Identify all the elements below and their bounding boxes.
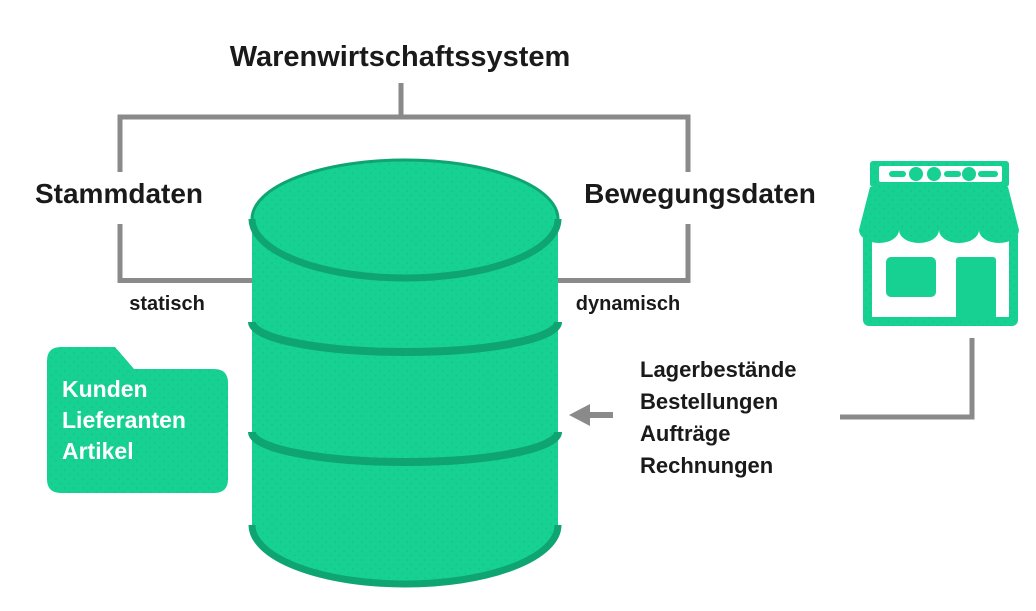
arrow-left-icon (569, 404, 613, 426)
movement-item: Lagerbestände (640, 357, 797, 382)
right-branch-sublabel: dynamisch (575, 293, 681, 315)
folder-icon (47, 347, 228, 493)
store-connector-line (840, 338, 975, 420)
cylinder-top-rim (248, 218, 562, 282)
store-door (956, 257, 996, 319)
folder-item-list: Kunden Lieferanten Artikel (62, 374, 186, 467)
store-awning (859, 187, 1019, 243)
cylinder-separator-upper (248, 321, 562, 356)
left-branch-sublabel: statisch (129, 293, 205, 315)
cylinder-separator-lower (248, 431, 562, 466)
movement-item: Aufträge (640, 421, 731, 446)
page-title: Warenwirtschaftssystem (229, 41, 571, 73)
right-branch-label: Bewegungsdaten (584, 178, 816, 209)
database-cylinder-icon (248, 158, 562, 588)
store-sign-pattern (889, 167, 998, 181)
movement-item: Bestellungen (640, 389, 779, 414)
store-window (886, 257, 936, 297)
movement-item-list: Lagerbestände Bestellungen Aufträge Rech… (640, 354, 797, 482)
folder-item: Artikel (62, 438, 134, 464)
storefront-icon (859, 161, 1019, 326)
folder-item: Lieferanten (62, 407, 186, 433)
movement-item: Rechnungen (640, 453, 774, 478)
folder-item: Kunden (62, 376, 148, 402)
left-branch-label: Stammdaten (34, 178, 204, 209)
cylinder-bottom-rim (248, 524, 562, 588)
